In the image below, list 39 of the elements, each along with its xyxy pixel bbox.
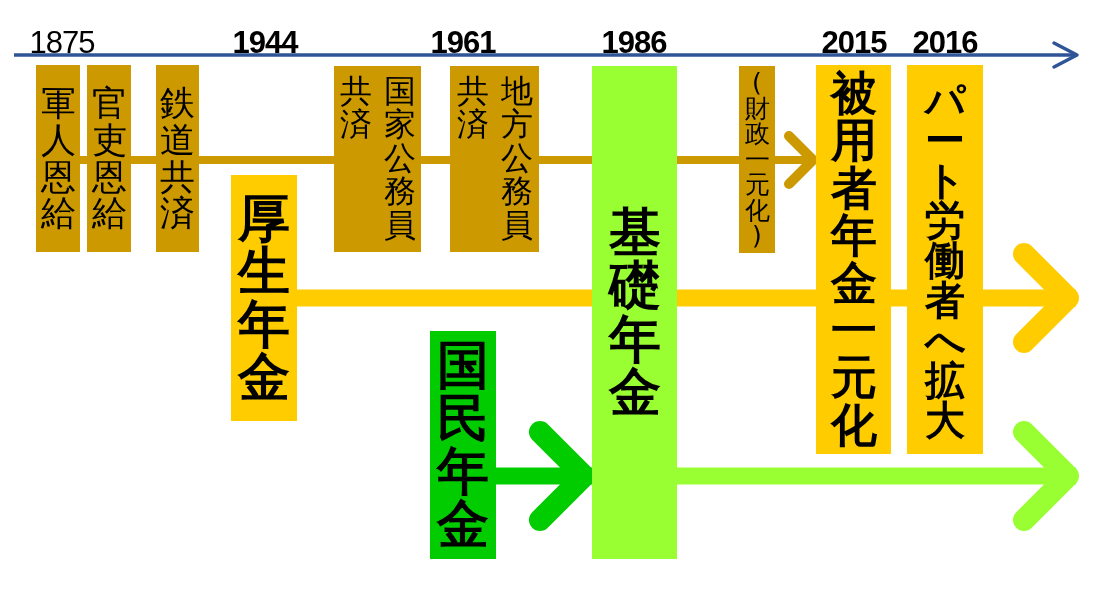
connector-line [131,156,156,164]
connector-line [891,289,907,307]
year-label: 2015 [821,27,887,58]
scheme-label: 鉄道共済 [159,85,196,232]
arrow [677,421,1079,531]
year-label: 1875 [29,27,95,58]
pension-label: 厚生年金 [237,191,291,405]
connector-line [677,156,739,164]
pension-box [231,175,297,421]
connector-line [199,156,334,164]
connector-line [421,156,450,164]
scheme-label: 官吏恩給 [91,85,127,232]
pension-box [592,66,677,559]
pension-box [430,331,496,559]
connector-line [80,156,87,164]
scheme-label: 軍人恩給 [40,85,76,232]
year-label: 1986 [601,27,667,58]
year-label: 1961 [430,27,496,58]
scheme-box [334,66,421,252]
scheme-box [36,65,80,252]
pension-box [907,65,983,454]
connector-line [539,156,592,164]
scheme-label: 国家公務員共済 [339,74,416,244]
scheme-label: 地方公務員共済 [456,74,533,244]
connector-line [297,289,592,307]
scheme-box [450,66,539,252]
scheme-box [156,65,199,252]
pension-box [816,65,891,454]
pension-label: 基礎年金 [608,206,661,419]
pension-label: 国民年金 [436,338,490,552]
pension-label: 被用者年金一元化 [830,70,877,449]
arrow [983,243,1079,353]
year-label: 2016 [912,27,978,58]
year-label: 1944 [232,27,298,58]
connector-line [677,289,816,307]
scheme-box [87,65,131,252]
arrow [775,131,818,189]
pension-label: パート労働者へ拡大 [924,79,966,440]
scheme-label: (財政一元化) [744,70,770,249]
